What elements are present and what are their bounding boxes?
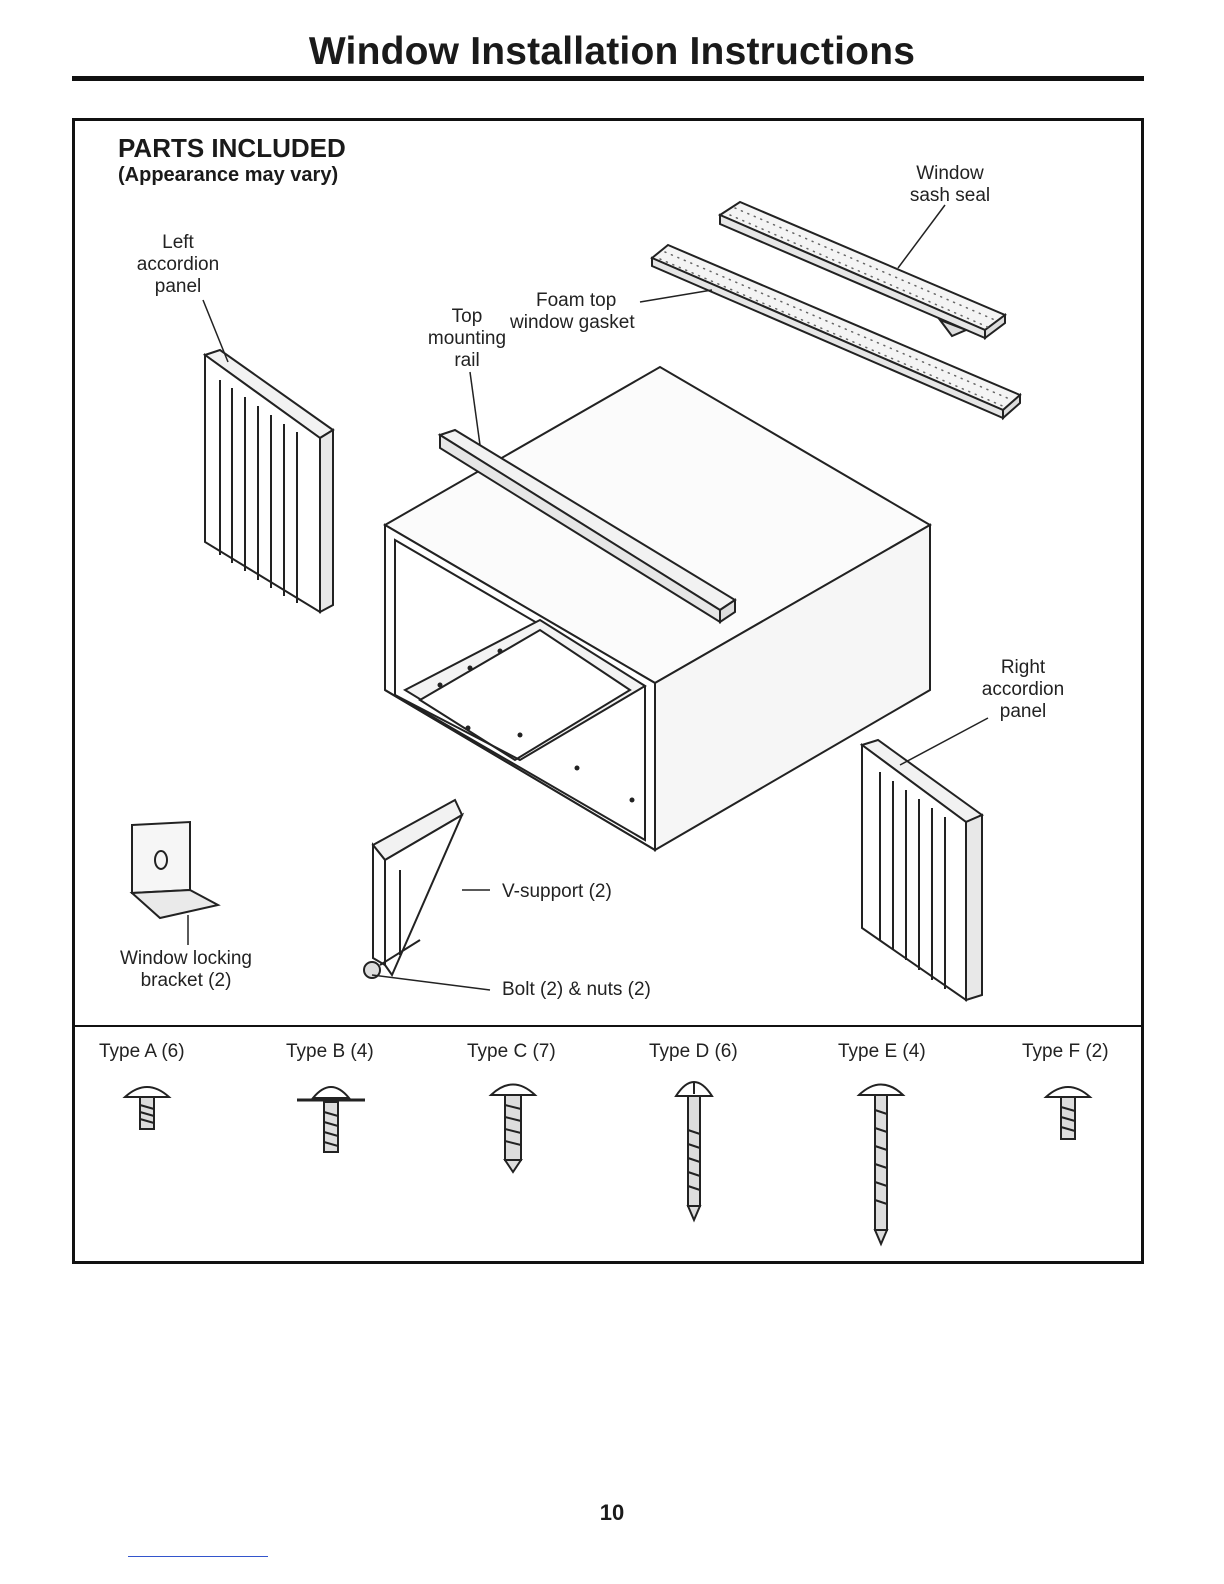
window-locking-bracket-illustration xyxy=(129,820,221,920)
left-accordion-panel-illustration xyxy=(202,348,335,614)
screw-type-f-label: Type F (2) xyxy=(1022,1041,1109,1062)
window-sash-seal-illustration xyxy=(717,200,1007,340)
screw-type-c-icon xyxy=(488,1083,538,1174)
screw-type-a-label: Type A (6) xyxy=(99,1041,185,1062)
page-number: 10 xyxy=(599,1500,625,1525)
parts-included-heading: PARTS INCLUDED xyxy=(118,133,346,163)
screw-type-c-label: Type C (7) xyxy=(467,1041,556,1062)
bolt-nuts-label: Bolt (2) & nuts (2) xyxy=(502,979,651,1000)
screw-type-f-icon xyxy=(1043,1086,1093,1140)
screws-divider xyxy=(72,1025,1144,1027)
screw-type-b-label: Type B (4) xyxy=(286,1041,374,1062)
screw-type-d-icon xyxy=(674,1081,714,1223)
parts-included-box xyxy=(72,118,1144,1264)
appearance-note: (Appearance may vary) xyxy=(118,164,339,186)
page-title: Window Installation Instructions xyxy=(308,30,916,73)
foam-top-gasket-illustration xyxy=(650,243,1022,421)
screw-type-b-icon xyxy=(297,1086,365,1153)
screw-type-e-label: Type E (4) xyxy=(838,1041,926,1062)
right-accordion-panel-illustration xyxy=(859,738,985,1002)
screw-type-e-icon xyxy=(856,1083,906,1247)
window-cabinet-illustration xyxy=(383,365,932,852)
screw-type-a-icon xyxy=(122,1086,172,1130)
v-support-label: V-support (2) xyxy=(502,881,612,902)
v-support-illustration xyxy=(363,798,465,979)
title-rule xyxy=(72,76,1144,81)
top-mounting-rail-illustration xyxy=(437,428,737,624)
footer-link-underline xyxy=(128,1556,268,1557)
screw-type-d-label: Type D (6) xyxy=(649,1041,738,1062)
